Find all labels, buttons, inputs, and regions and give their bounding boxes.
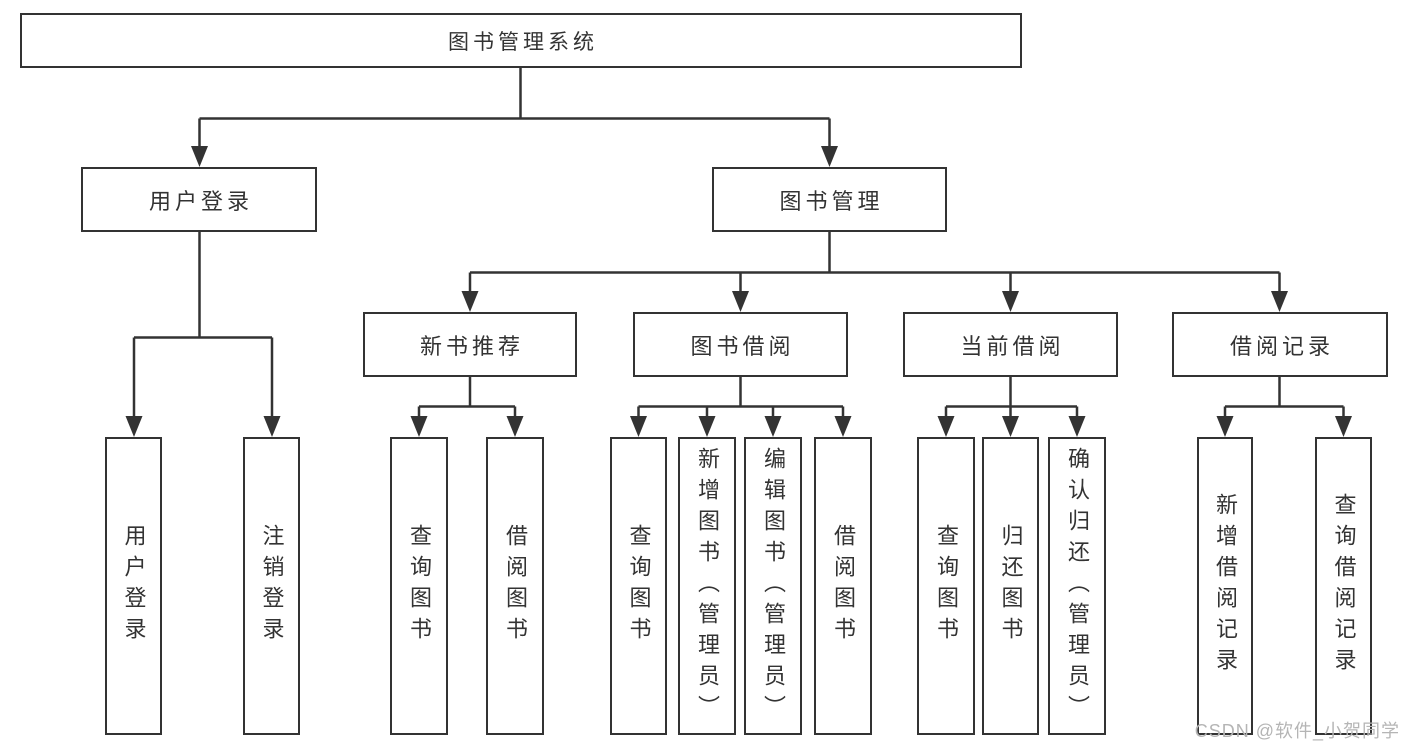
leaf-add-borrow-record-label: 新增借阅记录 [1213,493,1238,679]
leaf-add-book-admin: 新增图书（管理员） [678,437,736,735]
node-book-borrowing-label: 图书借阅 [690,333,795,359]
node-borrowing-records: 借阅记录 [1172,312,1388,377]
leaf-borrow-books-recommend-label: 借阅图书 [503,524,528,648]
node-book-management-label: 图书管理 [779,188,884,214]
leaf-query-borrow-record-label: 查询借阅记录 [1331,493,1357,679]
leaf-borrow-books-borrowing: 借阅图书 [814,437,872,735]
node-user-login: 用户登录 [81,167,317,232]
csdn-watermark: CSDN @软件_小贺同学 [1194,721,1400,741]
leaf-borrow-books-borrowing-label: 借阅图书 [831,524,856,648]
leaf-query-books-current-label: 查询图书 [934,524,959,648]
node-borrowing-records-label: 借阅记录 [1229,333,1334,359]
leaf-query-books-recommend: 查询图书 [390,437,448,735]
leaf-confirm-return-admin-label: 确认归还（管理员） [1065,446,1090,726]
leaf-edit-book-admin: 编辑图书（管理员） [744,437,802,735]
node-current-borrowing-label: 当前借阅 [960,333,1065,359]
leaf-logout-label: 注销登录 [259,524,285,648]
node-root-library-system: 图书管理系统 [20,13,1022,68]
leaf-edit-book-admin-label: 编辑图书（管理员） [761,446,786,726]
leaf-confirm-return-admin: 确认归还（管理员） [1048,437,1106,735]
leaf-borrow-books-recommend: 借阅图书 [486,437,544,735]
leaf-user-login-label: 用户登录 [121,524,147,648]
arrowheads [125,146,1352,437]
node-book-borrowing: 图书借阅 [633,312,848,377]
leaf-user-login: 用户登录 [105,437,162,735]
leaf-query-books-borrowing: 查询图书 [610,437,667,735]
node-user-login-label: 用户登录 [148,188,253,214]
connector-paths [132,68,1345,421]
node-book-management: 图书管理 [712,167,947,232]
node-root-label: 图书管理系统 [448,30,598,54]
leaf-add-borrow-record: 新增借阅记录 [1197,437,1253,735]
leaf-query-books-current: 查询图书 [917,437,975,735]
leaf-return-books-label: 归还图书 [998,524,1024,648]
node-current-borrowing: 当前借阅 [903,312,1118,377]
leaf-logout: 注销登录 [243,437,300,735]
leaf-return-books: 归还图书 [982,437,1039,735]
node-new-book-recommendation: 新书推荐 [363,312,577,377]
leaf-add-book-admin-label: 新增图书（管理员） [695,446,720,726]
leaf-query-books-borrowing-label: 查询图书 [626,524,652,648]
node-new-book-recommendation-label: 新书推荐 [419,333,524,359]
leaf-query-books-recommend-label: 查询图书 [407,524,432,648]
leaf-query-borrow-record: 查询借阅记录 [1315,437,1372,735]
